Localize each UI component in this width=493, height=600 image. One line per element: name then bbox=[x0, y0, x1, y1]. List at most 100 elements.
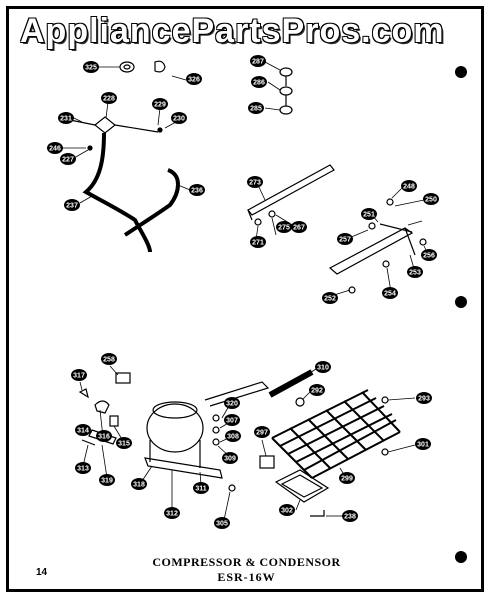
binding-hole bbox=[455, 296, 467, 308]
bracket-part bbox=[259, 455, 275, 469]
callout-286: 286 bbox=[251, 76, 267, 88]
callout-271: 271 bbox=[250, 236, 266, 248]
callout-307: 307 bbox=[224, 414, 240, 426]
bracket-273 bbox=[247, 164, 335, 216]
nut-part bbox=[279, 105, 293, 115]
callout-326: 326 bbox=[186, 73, 202, 85]
callout-label: 317 bbox=[73, 373, 85, 380]
callout-256: 256 bbox=[421, 249, 437, 261]
relay-part bbox=[115, 372, 131, 384]
callout-label: 257 bbox=[339, 237, 351, 244]
callout-273: 273 bbox=[247, 176, 263, 188]
callout-label: 248 bbox=[403, 184, 415, 191]
callout-251: 251 bbox=[361, 208, 377, 220]
callout-label: 231 bbox=[60, 116, 72, 123]
callout-285: 285 bbox=[248, 102, 264, 114]
fitting-part bbox=[94, 116, 116, 134]
callout-230: 230 bbox=[171, 112, 187, 124]
callout-label: 258 bbox=[103, 357, 115, 364]
callout-label: 307 bbox=[226, 418, 238, 425]
callout-305: 305 bbox=[214, 517, 230, 529]
callout-320: 320 bbox=[224, 397, 240, 409]
callout-313: 313 bbox=[75, 462, 91, 474]
callout-label: 267 bbox=[293, 225, 305, 232]
callout-label: 246 bbox=[49, 146, 61, 153]
clip-part bbox=[78, 388, 89, 399]
compressor bbox=[146, 403, 204, 453]
callout-label: 309 bbox=[224, 456, 236, 463]
callout-299: 299 bbox=[339, 472, 355, 484]
callout-label: 318 bbox=[133, 482, 145, 489]
clip-part bbox=[310, 510, 325, 517]
callout-label: 302 bbox=[281, 508, 293, 515]
diagram-frame bbox=[6, 6, 484, 592]
callout-309: 309 bbox=[222, 452, 238, 464]
model-number: ESR-16W bbox=[217, 570, 276, 584]
callout-label: 320 bbox=[226, 401, 238, 408]
callout-label: 285 bbox=[250, 106, 262, 113]
callout-label: 293 bbox=[418, 396, 430, 403]
watermark: AppliancePartsPros.com bbox=[20, 12, 445, 50]
knob-part bbox=[279, 67, 293, 77]
callout-257: 257 bbox=[337, 233, 353, 245]
callout-label: 315 bbox=[118, 441, 130, 448]
callout-312: 312 bbox=[164, 507, 180, 519]
callout-label: 275 bbox=[278, 225, 290, 232]
callout-label: 312 bbox=[166, 511, 178, 518]
callout-252: 252 bbox=[322, 292, 338, 304]
callout-label: 299 bbox=[341, 476, 353, 483]
terminal-part bbox=[109, 415, 119, 427]
tube-237 bbox=[82, 132, 152, 253]
callout-311: 311 bbox=[193, 482, 209, 494]
callout-297: 297 bbox=[254, 426, 270, 438]
callout-231: 231 bbox=[58, 112, 74, 124]
callout-label: 273 bbox=[249, 180, 261, 187]
callout-325: 325 bbox=[83, 61, 99, 73]
callout-301: 301 bbox=[415, 438, 431, 450]
callout-label: 310 bbox=[317, 365, 329, 372]
callout-label: 316 bbox=[98, 434, 110, 441]
callout-293: 293 bbox=[416, 392, 432, 404]
callout-292: 292 bbox=[309, 384, 325, 396]
callout-label: 308 bbox=[227, 434, 239, 441]
callout-227: 227 bbox=[60, 153, 76, 165]
callout-250: 250 bbox=[423, 193, 439, 205]
screw-part bbox=[254, 218, 262, 226]
callout-label: 287 bbox=[252, 59, 264, 66]
callout-254: 254 bbox=[382, 287, 398, 299]
callout-label: 297 bbox=[256, 430, 268, 437]
callout-label: 305 bbox=[216, 521, 228, 528]
callout-label: 227 bbox=[62, 157, 74, 164]
clip-part bbox=[154, 60, 166, 73]
callout-label: 251 bbox=[363, 212, 375, 219]
callout-label: 319 bbox=[101, 478, 113, 485]
callout-308: 308 bbox=[225, 430, 241, 442]
callout-238: 238 bbox=[342, 510, 358, 522]
callout-label: 252 bbox=[324, 296, 336, 303]
callout-label: 228 bbox=[103, 96, 115, 103]
grommet-part bbox=[119, 61, 135, 73]
callout-267: 267 bbox=[291, 221, 307, 233]
callout-275: 275 bbox=[276, 221, 292, 233]
bracket-254 bbox=[328, 227, 414, 275]
callout-258: 258 bbox=[101, 353, 117, 365]
callout-310: 310 bbox=[315, 361, 331, 373]
callout-248: 248 bbox=[401, 180, 417, 192]
callout-319: 319 bbox=[99, 474, 115, 486]
callout-302: 302 bbox=[279, 504, 295, 516]
screw-part bbox=[268, 210, 276, 218]
callout-label: 230 bbox=[173, 116, 185, 123]
callout-287: 287 bbox=[250, 55, 266, 67]
callout-236: 236 bbox=[189, 184, 205, 196]
drain-pan bbox=[274, 469, 330, 503]
callout-315: 315 bbox=[116, 437, 132, 449]
callout-316: 316 bbox=[96, 430, 112, 442]
callout-253: 253 bbox=[407, 266, 423, 278]
callout-229: 229 bbox=[152, 98, 168, 110]
callout-label: 326 bbox=[188, 77, 200, 84]
callout-228: 228 bbox=[101, 92, 117, 104]
callout-237: 237 bbox=[64, 199, 80, 211]
callout-317: 317 bbox=[71, 369, 87, 381]
callout-label: 292 bbox=[311, 388, 323, 395]
